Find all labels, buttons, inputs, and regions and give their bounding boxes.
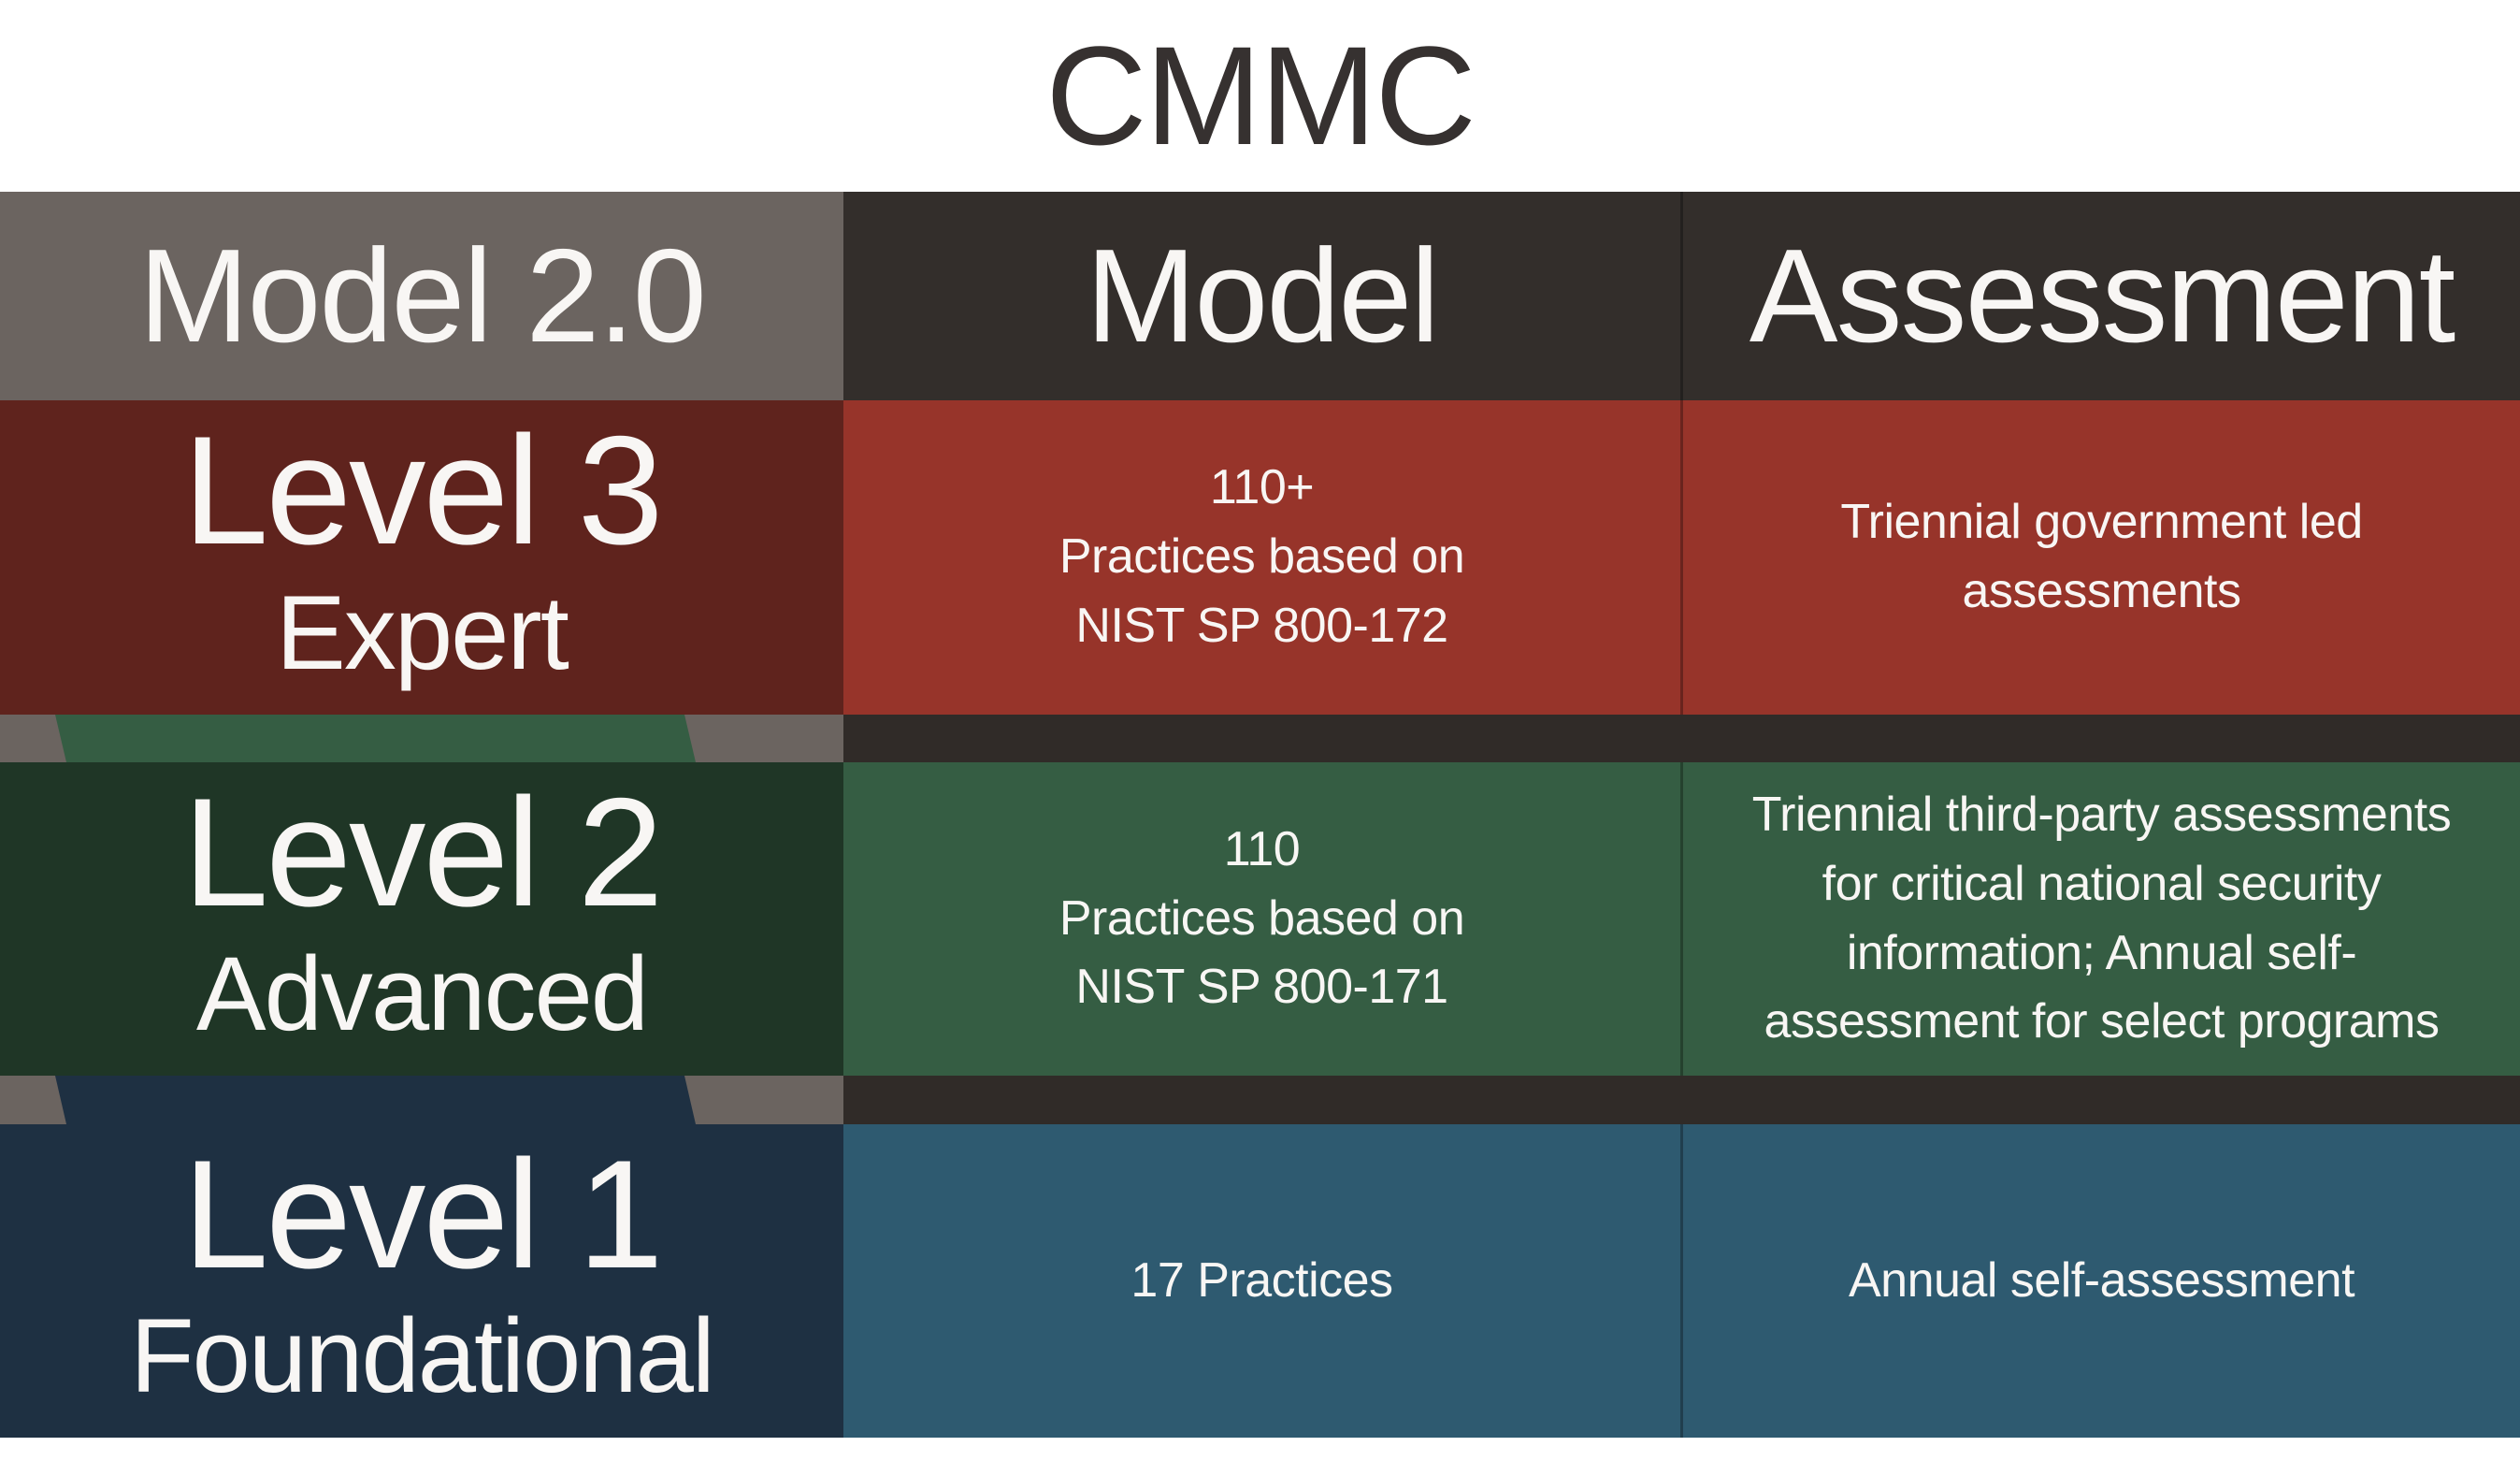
table-row-level-2: Level 2 Advanced 110 Practices based on …	[0, 762, 2520, 1076]
assessment-line: assessments	[1962, 564, 2241, 618]
level-2-model-cell: 110 Practices based on NIST SP 800-171	[843, 762, 1680, 1076]
level-1-tier: Foundational	[130, 1297, 715, 1415]
assessment-line: information; Annual self-	[1846, 925, 2357, 980]
level-1-assessment-text: Annual self-assessment	[1848, 1247, 2355, 1316]
connector-left-column	[0, 715, 843, 762]
level-3-name-cell: Level 3 Expert	[0, 400, 843, 715]
level-2-name-cell: Level 2 Advanced	[0, 762, 843, 1076]
header-cell-model-2-0: Model 2.0	[0, 192, 843, 400]
header-cell-model: Model	[843, 192, 1680, 400]
connector-trapezoid-navy	[55, 1076, 696, 1124]
level-1-name: Level 1	[182, 1128, 663, 1300]
level-3-assessment-cell: Triennial government led assessments	[1680, 400, 2520, 715]
level-1-model-text: 17 Practices	[1130, 1247, 1393, 1316]
level-3-tier: Expert	[276, 574, 569, 692]
model-line: 17 Practices	[1130, 1252, 1393, 1308]
table-row-level-3: Level 3 Expert 110+ Practices based on N…	[0, 400, 2520, 715]
title-area: CMMC	[0, 0, 2520, 192]
level-1-model-cell: 17 Practices	[843, 1124, 1680, 1438]
model-line: Practices based on	[1058, 890, 1465, 946]
cmmc-model-table: Model 2.0 Model Assessment Level 3 Exper…	[0, 192, 2520, 1438]
level-2-name: Level 2	[182, 766, 663, 938]
level-2-assessment-cell: Triennial third-party assessments for cr…	[1680, 762, 2520, 1076]
level-2-model-text: 110 Practices based on NIST SP 800-171	[1058, 816, 1465, 1022]
model-line: NIST SP 800-171	[1075, 960, 1448, 1015]
level-2-assessment-text: Triennial third-party assessments for cr…	[1751, 781, 2452, 1057]
row-divider-band	[843, 715, 2520, 762]
page-title: CMMC	[1045, 17, 1476, 174]
row-divider-band	[843, 1076, 2520, 1124]
model-line: 110	[1223, 821, 1301, 876]
connector-left-column	[0, 1076, 843, 1124]
level-3-model-cell: 110+ Practices based on NIST SP 800-172	[843, 400, 1680, 715]
assessment-line: Annual self-assessment	[1848, 1252, 2355, 1308]
header-cell-assessment: Assessment	[1680, 192, 2520, 400]
connector-trapezoid-green	[55, 715, 696, 762]
level-1-name-cell: Level 1 Foundational	[0, 1124, 843, 1438]
level-1-assessment-cell: Annual self-assessment	[1680, 1124, 2520, 1438]
assessment-line: assessment for select programs	[1764, 994, 2440, 1049]
table-row-level-1: Level 1 Foundational 17 Practices Annual…	[0, 1124, 2520, 1438]
model-line: 110+	[1209, 460, 1315, 515]
model-line: Practices based on	[1058, 529, 1465, 585]
connector-band-level-3-to-2	[0, 715, 2520, 762]
model-line: NIST SP 800-172	[1075, 598, 1448, 653]
level-3-assessment-text: Triennial government led assessments	[1840, 488, 2363, 627]
level-2-tier: Advanced	[195, 935, 649, 1053]
header-row: Model 2.0 Model Assessment	[0, 192, 2520, 400]
level-3-model-text: 110+ Practices based on NIST SP 800-172	[1058, 454, 1465, 660]
level-3-name: Level 3	[182, 404, 663, 576]
assessment-line: for critical national security	[1822, 856, 2382, 911]
assessment-line: Triennial third-party assessments	[1751, 787, 2452, 842]
connector-band-level-2-to-1	[0, 1076, 2520, 1124]
assessment-line: Triennial government led	[1840, 495, 2363, 550]
